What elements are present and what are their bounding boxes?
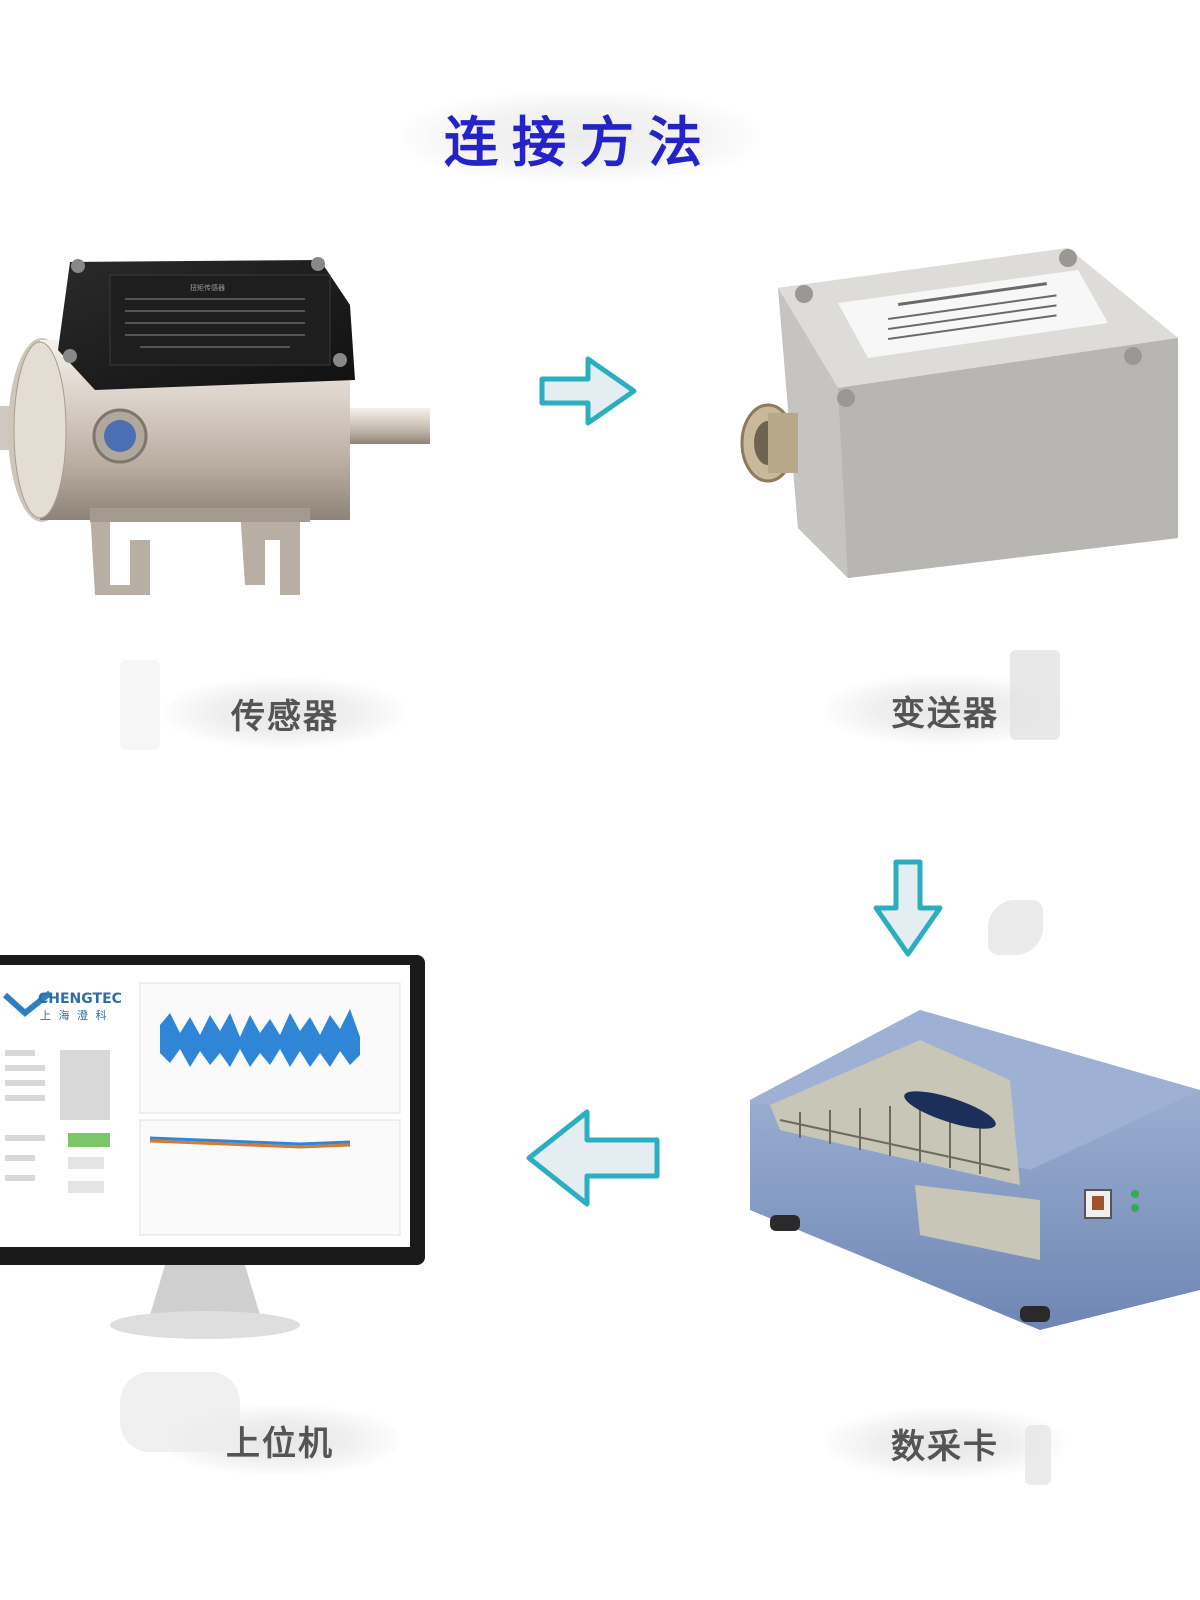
blur-smudge xyxy=(120,1372,240,1452)
caption-daq-label: 数采卡 xyxy=(891,1426,999,1467)
blur-smudge xyxy=(1010,650,1060,740)
computer-monitor-image: CHENGTEC 上 海 澄 科 xyxy=(0,955,425,1339)
monitor-brand-cn: 上 海 澄 科 xyxy=(40,1008,109,1022)
daq-card-image xyxy=(750,1010,1200,1330)
title-banner: 连接方法 xyxy=(400,92,760,182)
blur-smudge xyxy=(988,900,1043,955)
caption-transmitter-label: 变送器 xyxy=(891,693,999,734)
caption-sensor-label: 传感器 xyxy=(231,696,339,737)
arrow-left-icon xyxy=(526,1109,660,1207)
svg-text:扭矩传感器: 扭矩传感器 xyxy=(190,283,225,292)
blur-smudge xyxy=(120,660,160,750)
arrow-down-icon xyxy=(873,859,943,957)
caption-host-label: 上位机 xyxy=(226,1423,334,1464)
torque-sensor-image: 扭矩传感器 xyxy=(0,257,430,595)
page-title: 连接方法 xyxy=(444,110,716,174)
monitor-brand: CHENGTEC xyxy=(38,991,122,1007)
blur-smudge xyxy=(1025,1425,1051,1485)
arrow-right-icon xyxy=(539,356,637,426)
caption-sensor: 传感器 xyxy=(165,678,405,748)
transmitter-image xyxy=(740,248,1178,578)
